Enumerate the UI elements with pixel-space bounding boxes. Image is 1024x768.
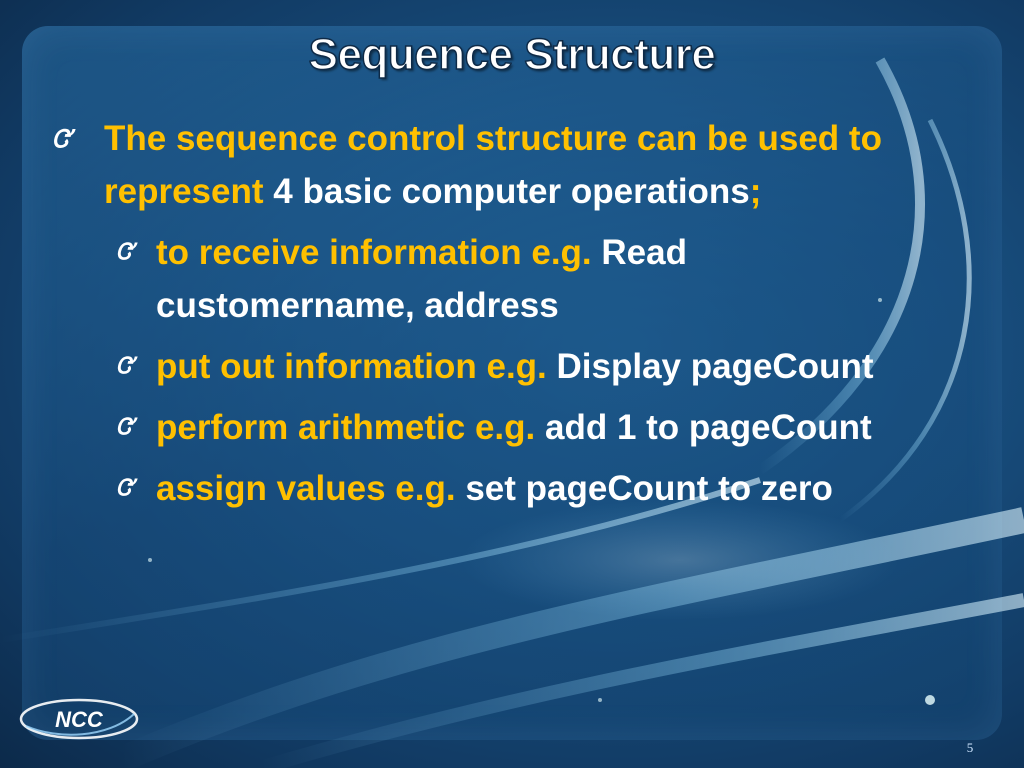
sub-bullet-highlight: assign values e.g. — [156, 469, 456, 508]
sub-bullet-highlight: to receive information e.g. — [156, 233, 592, 272]
sub-bullet-assign: Ꮳ’ assign values e.g. set pageCount to z… — [52, 462, 912, 515]
sub-bullet-body: set pageCount to zero — [455, 469, 833, 508]
swirl-bullet-icon: Ꮳ’ — [116, 239, 139, 265]
bullet-main-body: 4 basic computer operations — [263, 172, 750, 211]
bullet-main: Ꮳ’ The sequence control structure can be… — [52, 112, 912, 218]
bullet-list: Ꮳ’ The sequence control structure can be… — [52, 112, 912, 515]
bullet-main-trailing: ; — [749, 172, 762, 211]
swirl-bullet-icon: Ꮳ’ — [116, 475, 139, 501]
swirl-bullet-icon: Ꮳ’ — [52, 124, 77, 153]
sub-bullet-highlight: perform arithmetic e.g. — [156, 408, 536, 447]
logo-text: NCC — [55, 707, 104, 732]
bullet-main-highlight: The sequence control structure can be us… — [104, 119, 882, 211]
sub-bullet-highlight: put out information e.g. — [156, 347, 547, 386]
sub-bullet-output: Ꮳ’ put out information e.g. Display page… — [52, 340, 912, 393]
sub-bullet-arithmetic: Ꮳ’ perform arithmetic e.g. add 1 to page… — [52, 401, 912, 454]
sub-bullet-receive: Ꮳ’ to receive information e.g. Read cust… — [52, 226, 912, 332]
sub-bullet-body: Display pageCount — [546, 347, 874, 386]
swirl-bullet-icon: Ꮳ’ — [116, 414, 139, 440]
ncc-logo-icon: NCC — [19, 698, 139, 740]
sub-bullet-body: add 1 to pageCount — [535, 408, 872, 447]
swirl-bullet-icon: Ꮳ’ — [116, 353, 139, 379]
slide-title: Sequence Structure — [308, 29, 717, 80]
sub-bullet-body: Read customername, address — [156, 233, 687, 325]
page-number: 5 — [966, 740, 974, 755]
